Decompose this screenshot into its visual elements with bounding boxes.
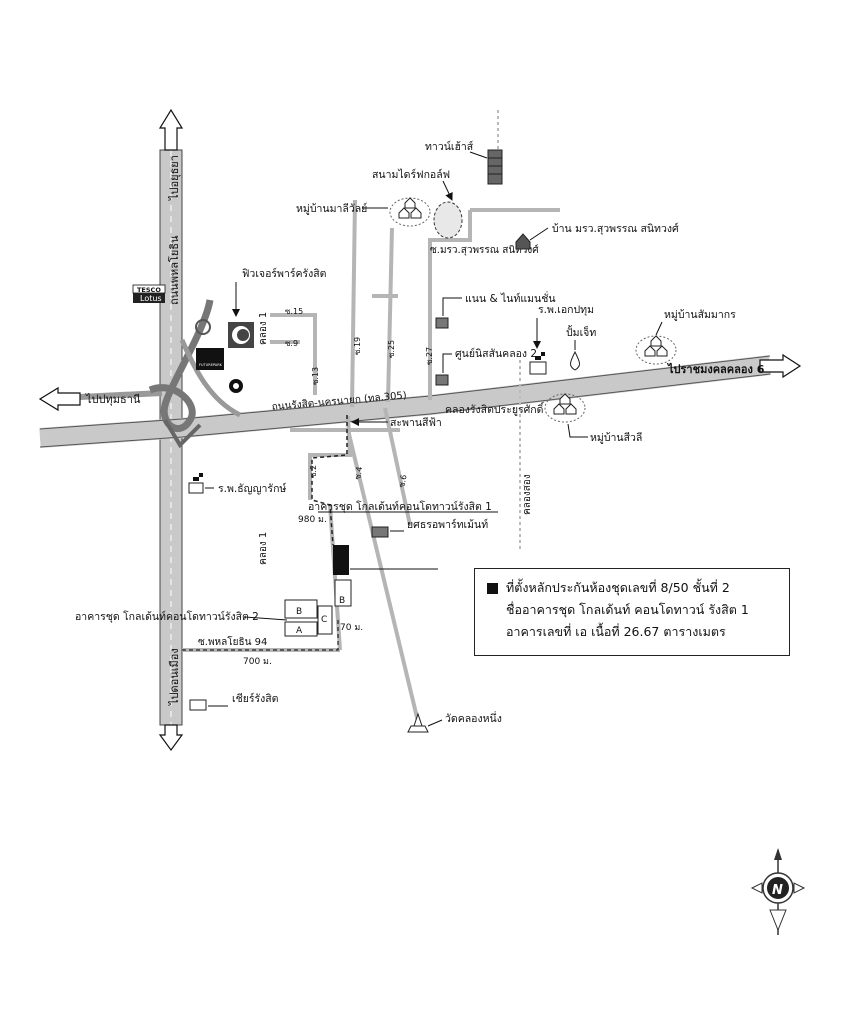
soi-6: ซ.6 [397, 474, 409, 489]
legend-line-1: ที่ตั้งหลักประกันห้องชุดเลขที่ 8/50 ชั้น… [506, 580, 730, 595]
label-sampan: หมู่บ้านสัมมากร [664, 309, 736, 321]
townhouse-icon [487, 149, 503, 185]
label-canal-rangsit: คลองรังสิตประยูรศักดิ์ [445, 401, 545, 416]
soi-19: ซ.19 [353, 337, 362, 355]
label-future-park: ฟิวเจอร์พาร์ครังสิต [242, 267, 327, 280]
label-thanyarak: ร.พ.ธัญญารักษ์ [218, 482, 287, 495]
sampan-village-icon [635, 335, 677, 365]
label-shell: เชียร์รังสิต [232, 692, 279, 705]
leader-mansion [442, 297, 462, 316]
route-700 [182, 620, 339, 651]
building-c: C [321, 615, 327, 625]
legend-line-3: อาคารเลขที่ เอ เนื้อที่ 26.67 ตารางเมตร [506, 624, 726, 639]
leader-condo-2 [244, 616, 288, 621]
label-condo-1: อาคารชุด โกลเด้นท์คอนโดทาวน์รังสิต 1 [308, 500, 492, 513]
label-sivali: หมู่บ้านสีวลี [590, 431, 642, 444]
arrow-south [158, 724, 184, 752]
sivali-village-icon [544, 393, 586, 423]
leader-townhouse [469, 151, 488, 159]
label-townhouse: ทาวน์เฮ้าส์ [425, 140, 474, 153]
label-wat: วัดคลองหนึ่ง [445, 711, 502, 725]
mansion-icon [435, 317, 449, 329]
thanyarak-hospital-icon [188, 473, 204, 494]
leader-nissan [442, 353, 452, 373]
soi-25: ซ.25 [387, 340, 396, 358]
label-nissan: ศูนย์นิสสันคลอง 2 [455, 347, 537, 360]
siam-logo-icon [229, 379, 243, 393]
building-b2: B [339, 596, 345, 606]
label-to-pathum: ไปปทุมธานี [85, 393, 141, 406]
compass-icon: N [750, 848, 806, 935]
condo-block: B B A C [284, 579, 352, 637]
label-tesco: TESCO [137, 286, 161, 294]
distance-700: 700 ม. [243, 657, 272, 667]
label-suwapan-soi: ซ.มรว.สุวพรรณ สนิทวงศ์ [430, 244, 539, 256]
leader-wat [427, 719, 443, 727]
gas-station-icon [189, 699, 207, 711]
hospital-icon [529, 352, 547, 375]
temple-icon [407, 712, 429, 733]
golf-range-icon [433, 201, 463, 239]
label-to-prachinburi: ไปราชมงคลคลอง 6 [666, 362, 765, 376]
ikea-logo-icon [195, 319, 211, 335]
arrow-north [158, 108, 184, 151]
building-b: B [296, 607, 302, 617]
futurepark-brand-logo: FUTUREPARK [196, 348, 224, 370]
label-phahon-94: ซ.พหลโยธิน 94 [198, 635, 267, 648]
apartment-icon [371, 526, 389, 538]
leader-sivali [567, 423, 588, 438]
label-bridge: สะพานสีฟ้า [390, 416, 442, 429]
rangsit-nakhon-nayok-road [39, 355, 772, 448]
label-skygolf: สนามไดร์ฟกอล์ฟ [372, 168, 450, 181]
distance-70: 70 ม. [340, 623, 363, 633]
soi-2: ซ.2 [309, 465, 318, 478]
house-cluster-icon [389, 197, 431, 227]
label-to-ayutthaya: ไปอยุธยา [168, 155, 181, 201]
soi-9: ซ.9 [285, 339, 298, 348]
label-ekpathum: ร.พ.เอกปทุม [538, 304, 594, 316]
label-future-brand: FUTUREPARK [199, 363, 223, 367]
interchange-loop-2 [179, 339, 242, 418]
label-canal-1-b: คลอง 1 [258, 532, 269, 565]
arrow-west [38, 386, 81, 412]
label-canal-2: คลองสอง [522, 474, 533, 515]
label-phahon-yothin: ถนนพหลโยธิน [167, 235, 181, 305]
label-to-donmueang: ไปดอนเมือง [168, 648, 181, 706]
label-condo-2: อาคารชุด โกลเด้นท์คอนโดทาวน์รังสิต 2 [75, 610, 259, 623]
compass-letter: N [772, 883, 783, 898]
house-icon [515, 233, 531, 250]
soi-27: ซ.27 [425, 347, 434, 365]
legend-box: ที่ตั้งหลักประกันห้องชุดเลขที่ 8/50 ชั้น… [474, 568, 790, 656]
label-malivan: หมู่บ้านมาลีวัลย์ [296, 202, 367, 215]
tesco-lotus-logo: TESCO Lotus [132, 284, 166, 303]
label-mansion: แนน & ไนท์แมนชั่น [465, 291, 556, 305]
legend-row-1: ที่ตั้งหลักประกันห้องชุดเลขที่ 8/50 ชั้น… [487, 577, 779, 599]
canal-lines [497, 110, 521, 550]
legend-line-2: ชื่ออาคารชุด โกลเด้นท์ คอนโดทาวน์ รังสิต… [506, 602, 749, 617]
soi-13: ซ.13 [311, 367, 320, 385]
label-pump: ปั้มเจ็ท [566, 325, 596, 339]
soi-4: ซ.4 [353, 466, 364, 480]
distance-980: 980 ม. [298, 515, 327, 525]
fuel-drop-icon [570, 350, 580, 371]
legend-swatch-icon [487, 582, 498, 594]
interchange-ramp [163, 418, 202, 449]
future-park-icon [228, 322, 254, 348]
leader-suwapan [529, 227, 549, 241]
arrow-east [759, 353, 802, 379]
leader-sampan [655, 321, 663, 336]
nissan-icon [435, 374, 449, 386]
soi-15: ซ.15 [285, 307, 303, 316]
label-lotus: Lotus [140, 294, 162, 303]
condo-1-building [333, 545, 349, 575]
label-suwapan-house: บ้าน มรว.สุวพรรณ สนิทวงศ์ [552, 222, 679, 235]
label-yasothorn: ยศธรอพาร์ทเม้นท์ [407, 518, 488, 531]
label-canal-1: คลอง 1 [258, 312, 269, 345]
leader-skygolf [442, 180, 453, 201]
building-a: A [296, 626, 303, 636]
north-sois [270, 199, 560, 408]
